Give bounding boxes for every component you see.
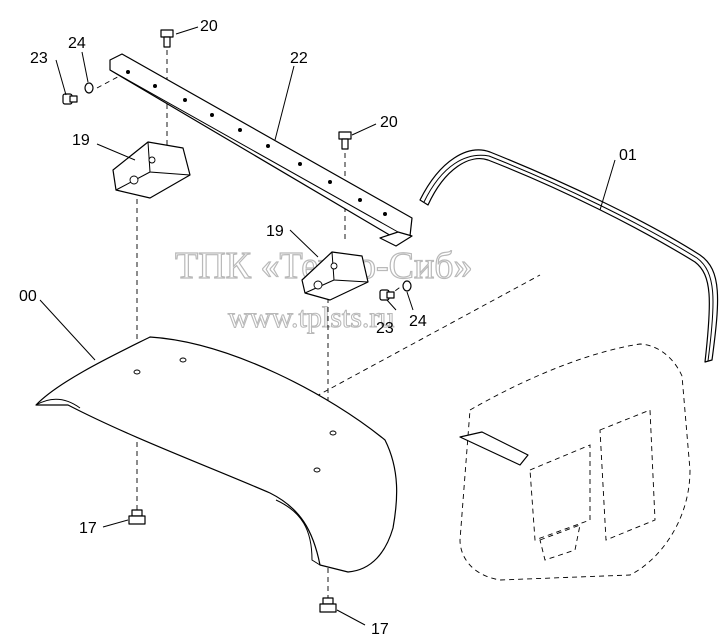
- bolt-head: [128, 515, 146, 525]
- leader-lines: [39, 26, 616, 626]
- bolt-head: [319, 603, 337, 613]
- callout-23-left: 23: [30, 50, 48, 67]
- bolt-shank: [322, 597, 334, 605]
- bolt-shank: [163, 36, 171, 48]
- bolt-17-bottom: [319, 597, 337, 613]
- bolt-shank: [131, 509, 143, 517]
- bracket-hole: [129, 175, 139, 185]
- bolt-head: [338, 131, 352, 140]
- cab-body: [459, 343, 691, 581]
- screw-23-right: [379, 289, 395, 301]
- cover-hole: [133, 369, 141, 375]
- callout-00: 00: [19, 288, 37, 305]
- cab-window: [529, 444, 591, 541]
- bracket-hole: [313, 280, 323, 290]
- callout-17-left: 17: [79, 520, 97, 537]
- rail-end-flange: [379, 231, 413, 247]
- washer-24-right: [402, 280, 412, 292]
- callout-23-right: 23: [376, 320, 394, 337]
- screw-shank: [386, 291, 395, 299]
- bracket-body: [112, 141, 191, 199]
- bolt-20-top: [160, 29, 174, 48]
- callout-01: 01: [619, 147, 637, 164]
- bracket-part-19-left: [112, 141, 191, 199]
- bracket-hole: [330, 262, 338, 270]
- screw-23-left: [62, 93, 78, 105]
- cover-hole: [313, 467, 321, 473]
- bolt-17-left: [128, 509, 146, 525]
- seal-strip-groove: [423, 154, 714, 362]
- assembly-line-cab: [299, 274, 541, 406]
- fasteners: [62, 29, 412, 613]
- rail-part-22: [109, 53, 413, 247]
- cover-hole: [179, 357, 187, 363]
- callout-22: 22: [290, 50, 308, 67]
- callout-19-right: 19: [266, 223, 284, 240]
- watermark-url: www.tplsts.ru: [228, 301, 394, 334]
- bolt-head: [160, 29, 174, 38]
- cover-rear-edge: [275, 499, 321, 566]
- bolt-shank: [341, 138, 349, 150]
- rail-holes: [126, 70, 387, 216]
- callouts: 23 24 20 22 19 20 19 23 24 01 00 17 17: [19, 18, 637, 638]
- cover-hole: [329, 430, 337, 436]
- cover-body: [35, 336, 398, 573]
- callout-24-left: 24: [68, 35, 86, 52]
- screw-shank: [69, 95, 78, 103]
- cover-part-00: [35, 336, 398, 573]
- bracket-part-19-right: [301, 251, 369, 301]
- cab-rail-mount: [459, 431, 529, 466]
- callout-20-top: 20: [200, 18, 218, 35]
- cover-front-lip: [35, 398, 81, 409]
- cab-door: [599, 409, 656, 541]
- callout-17-bottom: 17: [371, 621, 389, 638]
- cab-outline: [459, 343, 691, 581]
- washer-24-left: [84, 82, 94, 94]
- rail-edge: [109, 69, 399, 233]
- callout-24-right: 24: [409, 313, 427, 330]
- cab-lower-panel: [539, 524, 581, 561]
- bracket-hole: [148, 156, 156, 164]
- callout-20-mid: 20: [380, 114, 398, 131]
- seal-strip-part-01: [419, 149, 719, 363]
- bolt-20-mid: [338, 131, 352, 150]
- callout-19-left: 19: [72, 132, 90, 149]
